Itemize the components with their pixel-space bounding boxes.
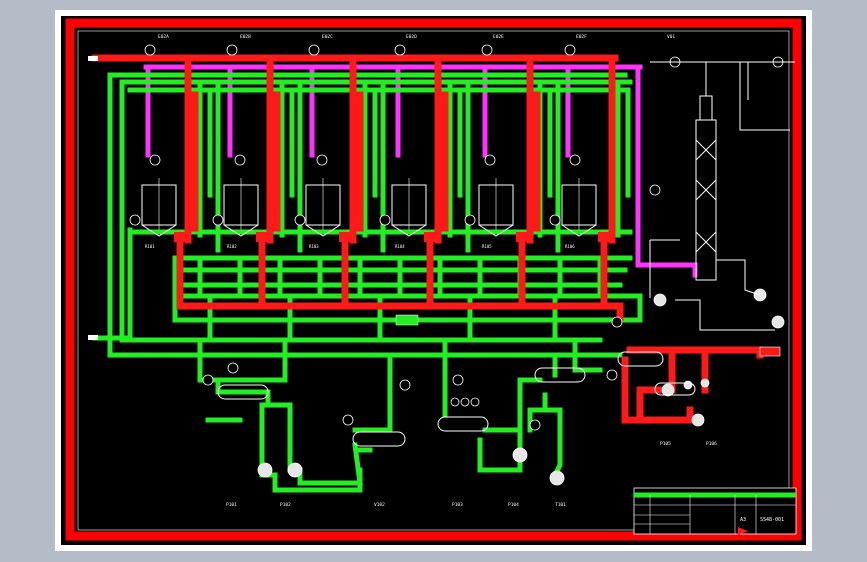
reactor-tag: R105 [482, 244, 492, 249]
exchanger [395, 314, 419, 326]
reactor-6: R106 [561, 178, 597, 249]
reactor-row: R101 R102 R103 R104 R105 [141, 178, 597, 249]
bottom-tag: P105 [660, 441, 671, 447]
top-tag: E02F [576, 34, 587, 40]
distillation-column [649, 61, 795, 331]
title-block-title: SS48-001 [760, 517, 784, 523]
title-block: SS48-001 A3 [633, 487, 797, 535]
bottom-tag: P103 [452, 502, 463, 508]
reactor-tag: R102 [227, 244, 237, 249]
condensate-lines [143, 64, 698, 278]
reactor-tag: R104 [395, 244, 405, 249]
bottom-tag: T101 [555, 502, 566, 508]
reactor-tag: R101 [145, 244, 155, 249]
drawing-border [65, 18, 802, 541]
steam-lines [91, 54, 764, 424]
reactor-5: R105 [478, 178, 514, 249]
inlet-stub [88, 335, 98, 340]
top-tag: E02C [322, 34, 333, 40]
reactor-1: R101 [141, 178, 177, 249]
title-block-number: A3 [740, 517, 746, 523]
bottom-tags: P101 P102 V102 P103 P104 T101 P105 P106 [226, 441, 717, 508]
reactor-3: R103 [305, 178, 341, 249]
inlet-stub [88, 56, 98, 61]
bottom-tag: P102 [280, 502, 291, 508]
top-tag: E02E [493, 34, 504, 40]
bottom-tag: P106 [706, 441, 717, 447]
top-tag: E02B [240, 34, 251, 40]
bottom-tag: P101 [226, 502, 237, 508]
reactor-4: R104 [391, 178, 427, 249]
steam-outlet [759, 346, 781, 357]
horizontal-vessels [217, 351, 696, 447]
top-tags: E02A E02B E02C E02D E02E E02F V01 [158, 34, 675, 40]
top-tag: E02A [158, 34, 169, 40]
inner-frame [77, 30, 790, 531]
reactor-tag: R106 [565, 244, 575, 249]
bottom-tag: V102 [374, 502, 385, 508]
title-block-marker [738, 527, 748, 535]
instrument-bubbles [129, 44, 784, 431]
reactor-2: R102 [223, 178, 259, 249]
red-markers [174, 232, 610, 242]
water-lines [92, 72, 643, 493]
top-tag: E02D [406, 34, 417, 40]
bottom-tag: P104 [508, 502, 519, 508]
reactor-tag: R103 [309, 244, 319, 249]
top-tag: V01 [667, 34, 675, 40]
